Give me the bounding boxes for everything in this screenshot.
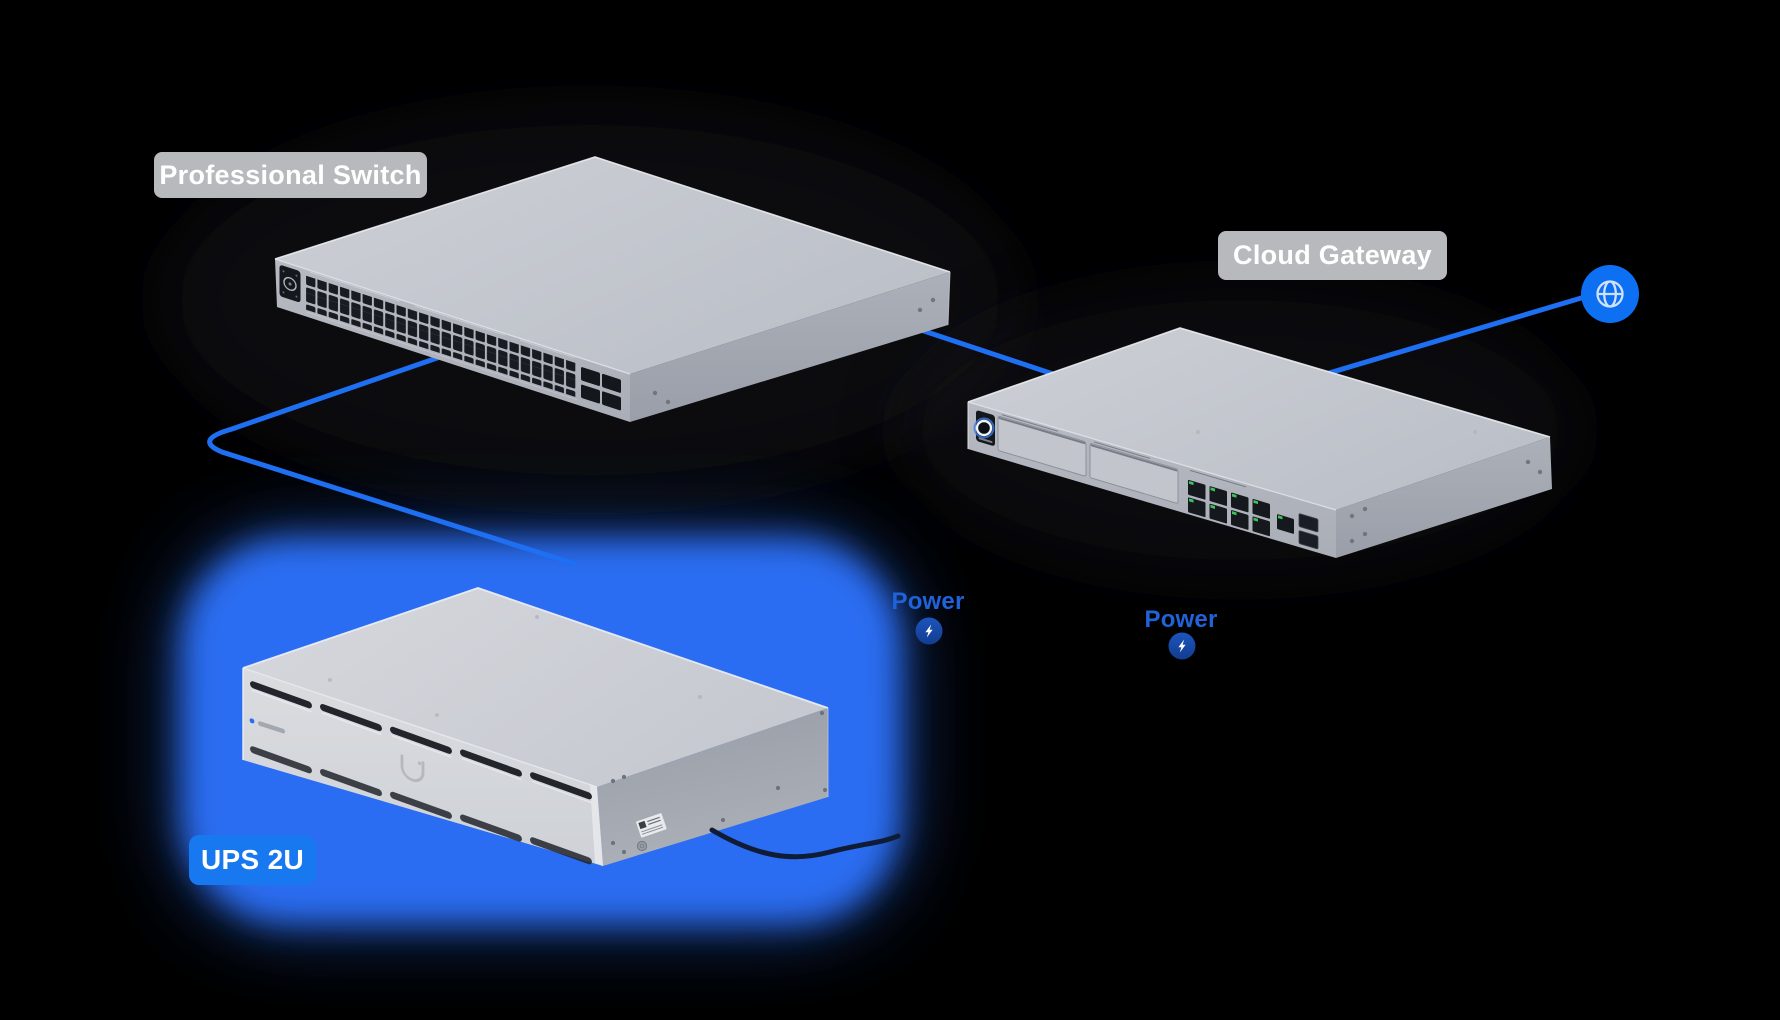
gateway-power-badge [1168, 632, 1196, 660]
ups-ground-screw [636, 840, 648, 852]
switch-power-badge [915, 617, 943, 645]
switch-right-face [630, 272, 950, 422]
professional-switch-label: Professional Switch [154, 152, 427, 198]
gateway-rj45-port [1277, 514, 1294, 534]
gateway-sfp-port-2 [1298, 530, 1319, 550]
gateway-right-face [1336, 437, 1552, 558]
ups-top-face [243, 588, 828, 787]
gateway-display-ring [975, 419, 993, 437]
globe-icon [1596, 280, 1624, 308]
ups-vent-row-lower [249, 746, 592, 865]
professional-switch-device [274, 156, 951, 422]
switch-port-row-2 [305, 292, 577, 398]
switch-side-screws [652, 297, 936, 405]
gateway-front-details [976, 410, 1319, 550]
switch-to-ups-line [207, 355, 578, 567]
ups-power-cord [709, 827, 901, 860]
cloud-gateway-device [967, 327, 1552, 558]
gateway-top-screws [1196, 430, 1477, 434]
ups-vent-row-upper [249, 681, 592, 804]
cloud-gateway-label-text: Cloud Gateway [1233, 240, 1432, 270]
lightning-bolt-icon [1178, 639, 1186, 653]
ups-side-details [610, 710, 828, 855]
cloud-gateway-label: Cloud Gateway [1218, 231, 1447, 280]
gateway-screws [1349, 459, 1543, 544]
gateway-ethernet-ports [1188, 479, 1270, 537]
ups-side-label [636, 813, 667, 838]
ups-top-screws [328, 615, 702, 717]
switch-top-face [275, 157, 950, 374]
ups-model-marking [258, 721, 285, 734]
ups-2u-label: UPS 2U [189, 835, 316, 885]
gateway-drive-bay-2 [1089, 443, 1179, 504]
gateway-sfp-port-1 [1298, 513, 1319, 533]
gateway-drive-bay-1 [997, 415, 1087, 477]
professional-switch-label-text: Professional Switch [159, 159, 422, 190]
ups-corner-bevel [590, 784, 603, 866]
switch-sfp-ports [581, 367, 621, 411]
ups-front-details [249, 681, 592, 865]
ups-u-logo [400, 754, 425, 783]
switch-display-dial [283, 276, 297, 292]
ups-status-led [249, 718, 255, 724]
internet-globe-badge [1581, 265, 1639, 323]
switch-power-label: Power [891, 588, 965, 615]
gateway-top-face [968, 328, 1550, 510]
lightning-bolt-icon [925, 624, 933, 638]
ups-2u-device [242, 587, 901, 866]
gateway-power-label: Power [1144, 606, 1218, 633]
ups-side-screws [610, 710, 828, 855]
gateway-display-ring-glow [973, 417, 995, 439]
ups-2u-label-text: UPS 2U [201, 844, 304, 875]
switch-front-details [279, 265, 621, 411]
switch-port-row-1 [305, 275, 577, 381]
